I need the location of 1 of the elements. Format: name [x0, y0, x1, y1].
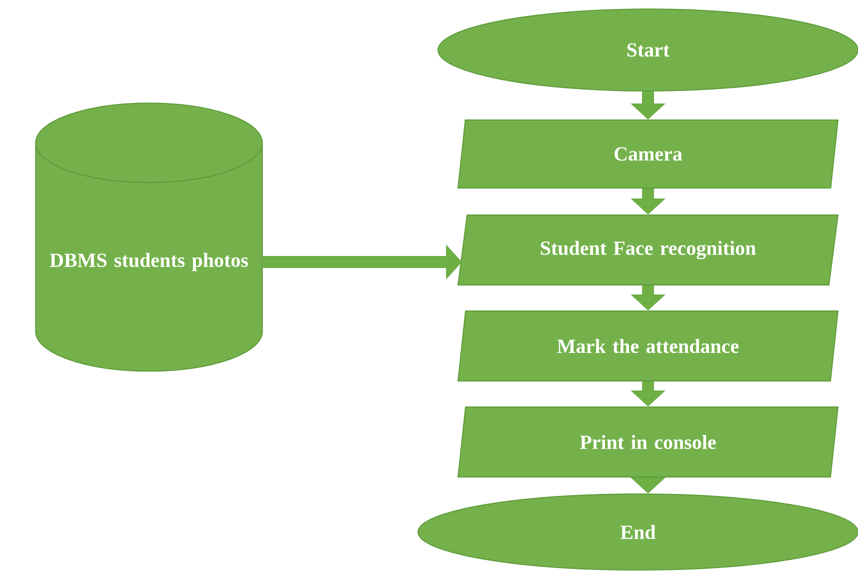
database-cylinder: DBMS students photos [35, 102, 263, 372]
